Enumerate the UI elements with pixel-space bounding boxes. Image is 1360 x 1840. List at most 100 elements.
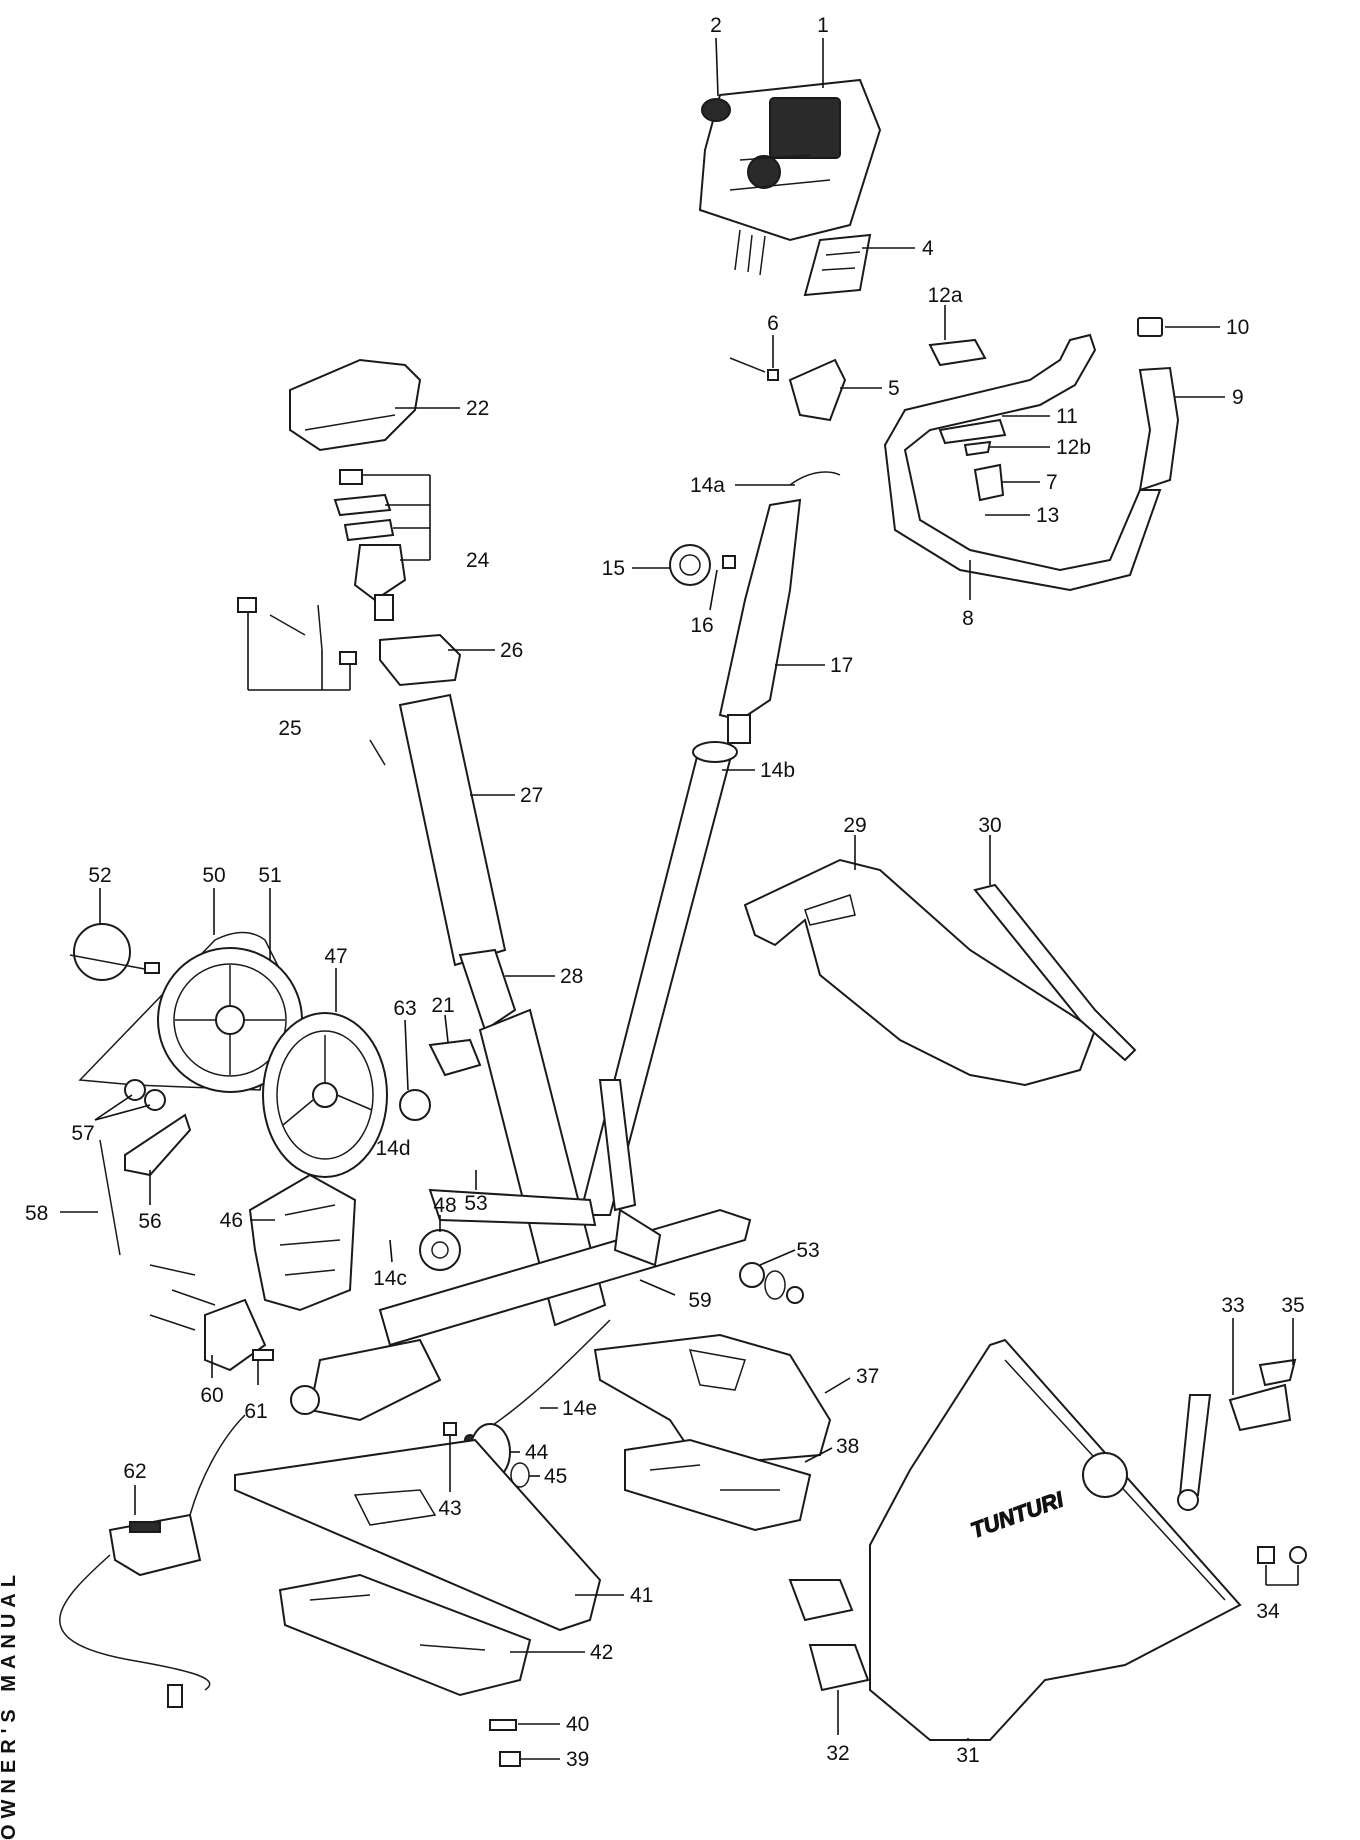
callout-25: 25: [247, 612, 351, 740]
handlebar: [883, 333, 1162, 592]
svg-text:7: 7: [1046, 471, 1058, 494]
upper-steering-tube: [718, 498, 802, 744]
rear-base-plate-42: [278, 1573, 532, 1697]
callout-14b: 14b: [722, 759, 795, 782]
callout-1: 1: [817, 14, 829, 88]
callout-21: 21: [431, 994, 455, 1043]
svg-text:50: 50: [202, 864, 225, 887]
callout-48: 48: [433, 1194, 457, 1232]
front-plate-cover-37: [593, 1333, 832, 1467]
callout-57: 57: [71, 1094, 151, 1145]
callout-47: 47: [324, 945, 348, 1012]
crank-arm-33: [1177, 1394, 1212, 1511]
svg-text:45: 45: [544, 1465, 567, 1488]
svg-text:14a: 14a: [690, 474, 725, 497]
svg-text:4: 4: [922, 237, 934, 260]
callout-61: 61: [244, 1360, 268, 1423]
callout-53-b: 53: [759, 1239, 820, 1266]
callout-8: 8: [962, 560, 974, 630]
rear-shroud-29: [743, 858, 1097, 1087]
callout-63: 63: [393, 997, 417, 1091]
svg-text:1: 1: [817, 14, 829, 37]
svg-text:24: 24: [466, 549, 490, 572]
callout-56: 56: [138, 1170, 162, 1233]
nut-43: [443, 1422, 457, 1436]
callout-4: 4: [862, 237, 934, 260]
fastener-61: [252, 1349, 274, 1361]
svg-text:42: 42: [590, 1641, 613, 1664]
callout-6: 6: [767, 312, 779, 368]
callout-16: 16: [690, 569, 718, 637]
svg-text:9: 9: [1232, 386, 1244, 409]
svg-text:38: 38: [836, 1435, 859, 1458]
callout-9: 9: [1175, 386, 1244, 409]
seat-post: [369, 693, 507, 967]
grip-cover: [938, 418, 1007, 445]
flywheel: [262, 1012, 388, 1178]
svg-text:43: 43: [438, 1497, 461, 1520]
owners-manual-side-label: OWNER'S MANUAL: [0, 1569, 20, 1840]
svg-text:2: 2: [710, 14, 722, 37]
svg-text:16: 16: [690, 614, 713, 637]
slider-bolts: [237, 597, 357, 665]
svg-text:8: 8: [962, 607, 974, 630]
callout-45: 45: [529, 1465, 567, 1488]
svg-text:32: 32: [826, 1742, 849, 1765]
slider-bracket-28: [458, 948, 517, 1032]
svg-text:13: 13: [1036, 504, 1059, 527]
callout-42: 42: [510, 1641, 613, 1664]
power-adapter-62: [59, 1414, 246, 1708]
callout-40: 40: [518, 1713, 589, 1736]
callout-5: 5: [840, 377, 900, 400]
saddle-clamp: [333, 469, 407, 621]
sensor-bracket-60: [149, 1264, 267, 1372]
svg-text:40: 40: [566, 1713, 589, 1736]
handlebar-mount: [788, 358, 847, 422]
callout-32: 32: [826, 1690, 850, 1765]
pedal-bracket-21: [428, 1038, 482, 1077]
callout-12b: 12b: [990, 436, 1091, 459]
callout-53-a: 53: [464, 1170, 488, 1215]
callout-58: 58: [25, 1202, 98, 1225]
callout-59: 59: [639, 1279, 712, 1312]
console-unit: [698, 78, 882, 276]
svg-text:34: 34: [1256, 1600, 1280, 1623]
callout-33: 33: [1221, 1294, 1245, 1395]
caps-34: [1257, 1546, 1307, 1564]
callout-35: 35: [1281, 1294, 1305, 1365]
svg-text:21: 21: [431, 994, 454, 1017]
callout-14e: 14e: [540, 1397, 597, 1420]
svg-text:27: 27: [520, 784, 543, 807]
callout-62: 62: [123, 1460, 147, 1515]
svg-text:14e: 14e: [562, 1397, 597, 1420]
callout-26: 26: [448, 639, 523, 662]
callout-10: 10: [1165, 316, 1249, 339]
svg-text:6: 6: [767, 312, 779, 335]
svg-text:28: 28: [560, 965, 583, 988]
adjust-knob-15: [669, 544, 711, 586]
washer-45: [510, 1462, 530, 1488]
front-base-plate-38: [624, 1438, 812, 1532]
callout-41: 41: [575, 1584, 653, 1607]
callout-14a: 14a: [690, 474, 795, 497]
svg-text:14c: 14c: [373, 1267, 407, 1290]
svg-text:57: 57: [71, 1122, 94, 1145]
callout-12a: 12a: [927, 284, 963, 340]
callout-39: 39: [520, 1748, 589, 1771]
tension-arm-56: [124, 1113, 192, 1177]
svg-text:35: 35: [1281, 1294, 1304, 1317]
callout-50: 50: [202, 864, 226, 935]
svg-text:12b: 12b: [1056, 436, 1091, 459]
svg-text:44: 44: [525, 1441, 549, 1464]
main-steering-tube: [578, 741, 738, 1216]
callout-31: 31: [956, 1738, 980, 1767]
svg-text:63: 63: [393, 997, 416, 1020]
svg-text:25: 25: [278, 717, 301, 740]
svg-text:15: 15: [602, 557, 625, 580]
svg-text:56: 56: [138, 1210, 161, 1233]
svg-text:61: 61: [244, 1400, 267, 1423]
bearing-53: [739, 1262, 804, 1304]
side-shroud-31: TUNTURI: [869, 1338, 1242, 1741]
spring-58: [99, 1139, 121, 1256]
